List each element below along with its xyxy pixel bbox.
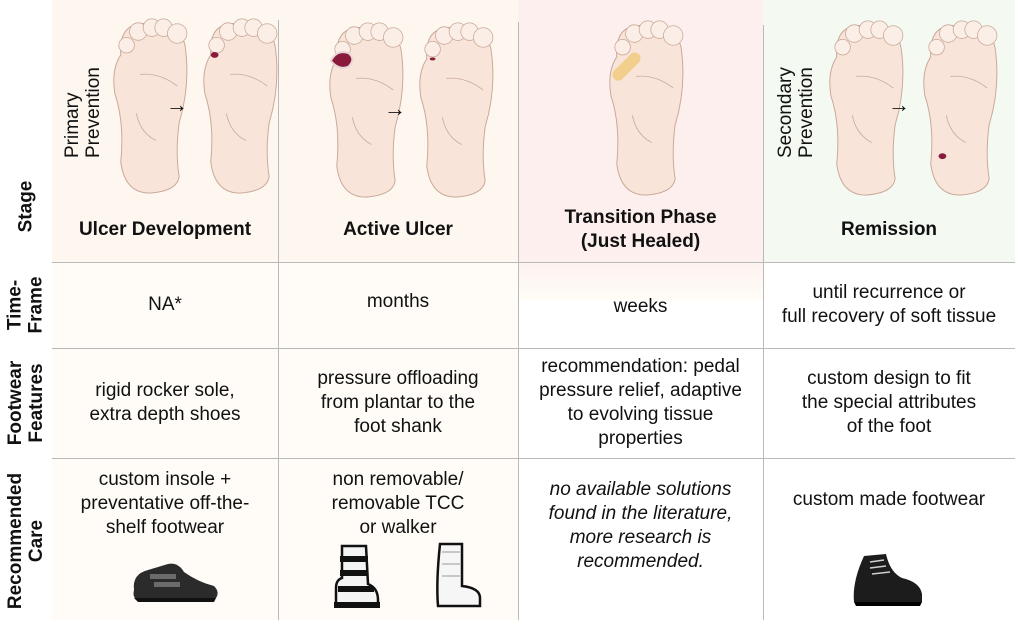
row-label-text: Recommended Care bbox=[5, 472, 48, 609]
row-label-text: Footwear Features bbox=[5, 360, 48, 446]
arrow-right-icon: → bbox=[888, 92, 910, 117]
timeframe-text: until recurrence or full recovery of sof… bbox=[781, 282, 997, 327]
row-label-stage: Stage bbox=[0, 150, 52, 262]
walker-boot-image bbox=[334, 544, 380, 608]
foot-with-recurrent-ulcer-illustration bbox=[923, 20, 998, 196]
timeframe-text: NA* bbox=[148, 294, 182, 315]
foot-with-small-ulcer-illustration bbox=[203, 18, 278, 194]
row-label-care: Recommended Care bbox=[0, 458, 52, 623]
divider bbox=[52, 348, 1015, 349]
timeframe-cell: months bbox=[278, 262, 518, 342]
footwear-text: custom design to fit the special attribu… bbox=[801, 368, 977, 437]
care-cell: no available solutions found in the lite… bbox=[518, 476, 763, 576]
care-text: custom made footwear bbox=[792, 489, 986, 510]
secondary-prevention-label: Secondary Prevention bbox=[775, 67, 817, 158]
foot-with-active-ulcer-illustration bbox=[329, 22, 404, 198]
care-cell: custom made footwear bbox=[763, 486, 1015, 514]
preventative-shoe-image bbox=[133, 563, 218, 602]
stage-title: Remission bbox=[840, 219, 938, 240]
care-text: non removable/ removable TCC or walker bbox=[331, 469, 465, 538]
footwear-text: pressure offloading from plantar to the … bbox=[317, 368, 479, 437]
divider bbox=[52, 458, 1015, 459]
timeframe-text: months bbox=[366, 291, 430, 312]
primary-prevention-label: Primary Prevention bbox=[62, 67, 104, 158]
divider bbox=[52, 262, 1015, 263]
timeframe-text: weeks bbox=[613, 296, 668, 317]
divider bbox=[518, 22, 519, 620]
stage-title: Transition Phase (Just Healed) bbox=[564, 207, 717, 252]
stage-title: Ulcer Development bbox=[78, 219, 252, 240]
row-label-footwear: Footwear Features bbox=[0, 348, 52, 458]
arrow-right-icon: → bbox=[166, 92, 188, 117]
footwear-cell: recommendation: pedal pressure relief, a… bbox=[518, 348, 763, 458]
footwear-cell: custom design to fit the special attribu… bbox=[763, 348, 1015, 458]
stage-title: Active Ulcer bbox=[343, 219, 453, 240]
care-text: no available solutions found in the lite… bbox=[548, 479, 733, 572]
care-text: custom insole + preventative off-the- sh… bbox=[80, 469, 250, 538]
cast-boot-image bbox=[436, 542, 482, 608]
footwear-text: rigid rocker sole, extra depth shoes bbox=[89, 380, 241, 425]
row-label-text: Time- Frame bbox=[5, 276, 47, 334]
custom-shoe-image bbox=[853, 554, 922, 606]
timeframe-cell: until recurrence or full recovery of sof… bbox=[763, 262, 1015, 348]
footwear-cell: pressure offloading from plantar to the … bbox=[278, 348, 518, 458]
timeframe-cell: NA* bbox=[52, 262, 278, 348]
divider bbox=[763, 25, 764, 620]
foot-with-bandage-illustration bbox=[609, 20, 684, 196]
foot-with-healing-ulcer-illustration bbox=[419, 22, 494, 198]
care-cell: custom insole + preventative off-the- sh… bbox=[52, 466, 278, 542]
arrow-right-icon: → bbox=[384, 96, 406, 121]
row-label-timeframe: Time- Frame bbox=[0, 262, 52, 348]
footwear-text: recommendation: pedal pressure relief, a… bbox=[539, 356, 742, 449]
divider bbox=[278, 20, 279, 620]
row-label-text: Stage bbox=[15, 180, 37, 232]
timeframe-cell: weeks bbox=[518, 262, 763, 352]
footwear-cell: rigid rocker sole, extra depth shoes bbox=[52, 348, 278, 458]
care-cell: non removable/ removable TCC or walker bbox=[278, 466, 518, 542]
